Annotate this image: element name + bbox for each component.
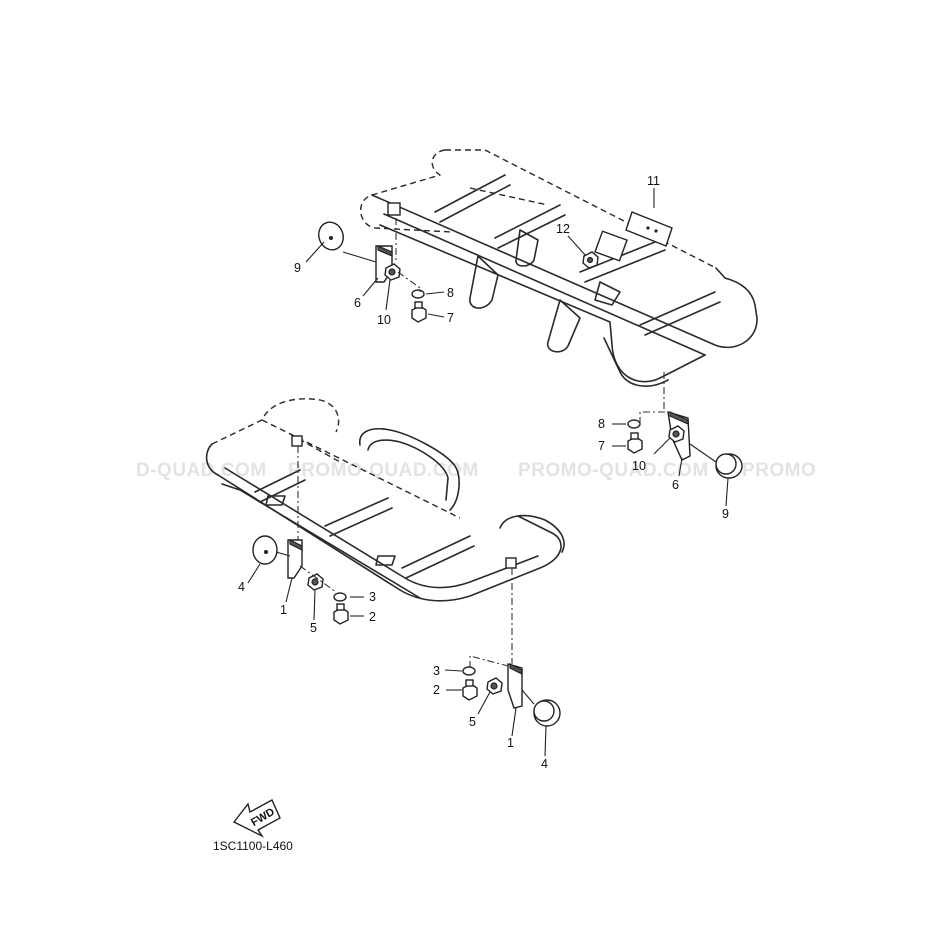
watermark-text: PROMO-QUAD.COM — [288, 460, 479, 481]
callout-8: 8 — [598, 417, 605, 431]
callout-9: 9 — [722, 507, 729, 521]
callout-1: 1 — [507, 736, 514, 750]
reflector-part-9-left — [318, 221, 344, 251]
callout-2: 2 — [369, 610, 376, 624]
nut-part-5-left — [307, 573, 324, 591]
watermark-text: D-QUAD.COM — [136, 460, 267, 481]
callout-4: 4 — [238, 580, 245, 594]
bolt-part-7-left — [411, 301, 427, 323]
watermark-text: PROMO-QUAD.COM — [518, 460, 709, 481]
nut-part-10-left — [384, 263, 401, 281]
callout-12: 12 — [556, 222, 570, 236]
nut-part-10-right — [668, 425, 685, 443]
callout-5: 5 — [310, 621, 317, 635]
washer-part-3-left — [333, 592, 347, 602]
callout-6: 6 — [354, 296, 361, 310]
washer-part-3-right — [462, 666, 476, 676]
forward-direction-arrow-icon: FWD — [232, 799, 281, 838]
reflector-part-4-right — [533, 699, 561, 727]
bolt-part-7-right — [627, 432, 643, 454]
bracket-part-1-left — [287, 539, 303, 579]
watermark-text: PROMO — [742, 460, 816, 481]
callout-6: 6 — [672, 478, 679, 492]
callout-labels: 11 12 9 6 10 8 7 8 7 10 6 9 4 1 5 3 2 3 … — [238, 174, 729, 771]
callout-4: 4 — [541, 757, 548, 771]
bolt-part-2-left — [333, 603, 349, 625]
callout-7: 7 — [598, 439, 605, 453]
bracket-part-1-right — [507, 663, 523, 709]
nut-part-5-right — [486, 677, 503, 695]
reflector-plate-part-11 — [625, 211, 673, 247]
callout-3: 3 — [433, 664, 440, 678]
callout-8: 8 — [447, 286, 454, 300]
callout-7: 7 — [447, 311, 454, 325]
reflector-part-9-right — [715, 453, 743, 479]
washer-part-8-left — [411, 289, 425, 299]
leader-lines — [247, 188, 729, 757]
callout-3: 3 — [369, 590, 376, 604]
reflector-part-4-left — [252, 535, 278, 565]
callout-10: 10 — [377, 313, 391, 327]
callout-5: 5 — [469, 715, 476, 729]
callout-10: 10 — [632, 459, 646, 473]
bolt-part-2-right — [462, 679, 478, 701]
drawing-code: 1SC1100-L460 — [213, 839, 293, 853]
washer-part-8-right — [627, 419, 641, 429]
nut-part-12 — [582, 251, 599, 269]
rear-carrier-frame — [360, 149, 758, 387]
front-carrier-frame — [205, 398, 565, 602]
callout-11: 11 — [647, 174, 660, 188]
callout-9: 9 — [294, 261, 301, 275]
callout-1: 1 — [280, 603, 287, 617]
callout-2: 2 — [433, 683, 440, 697]
